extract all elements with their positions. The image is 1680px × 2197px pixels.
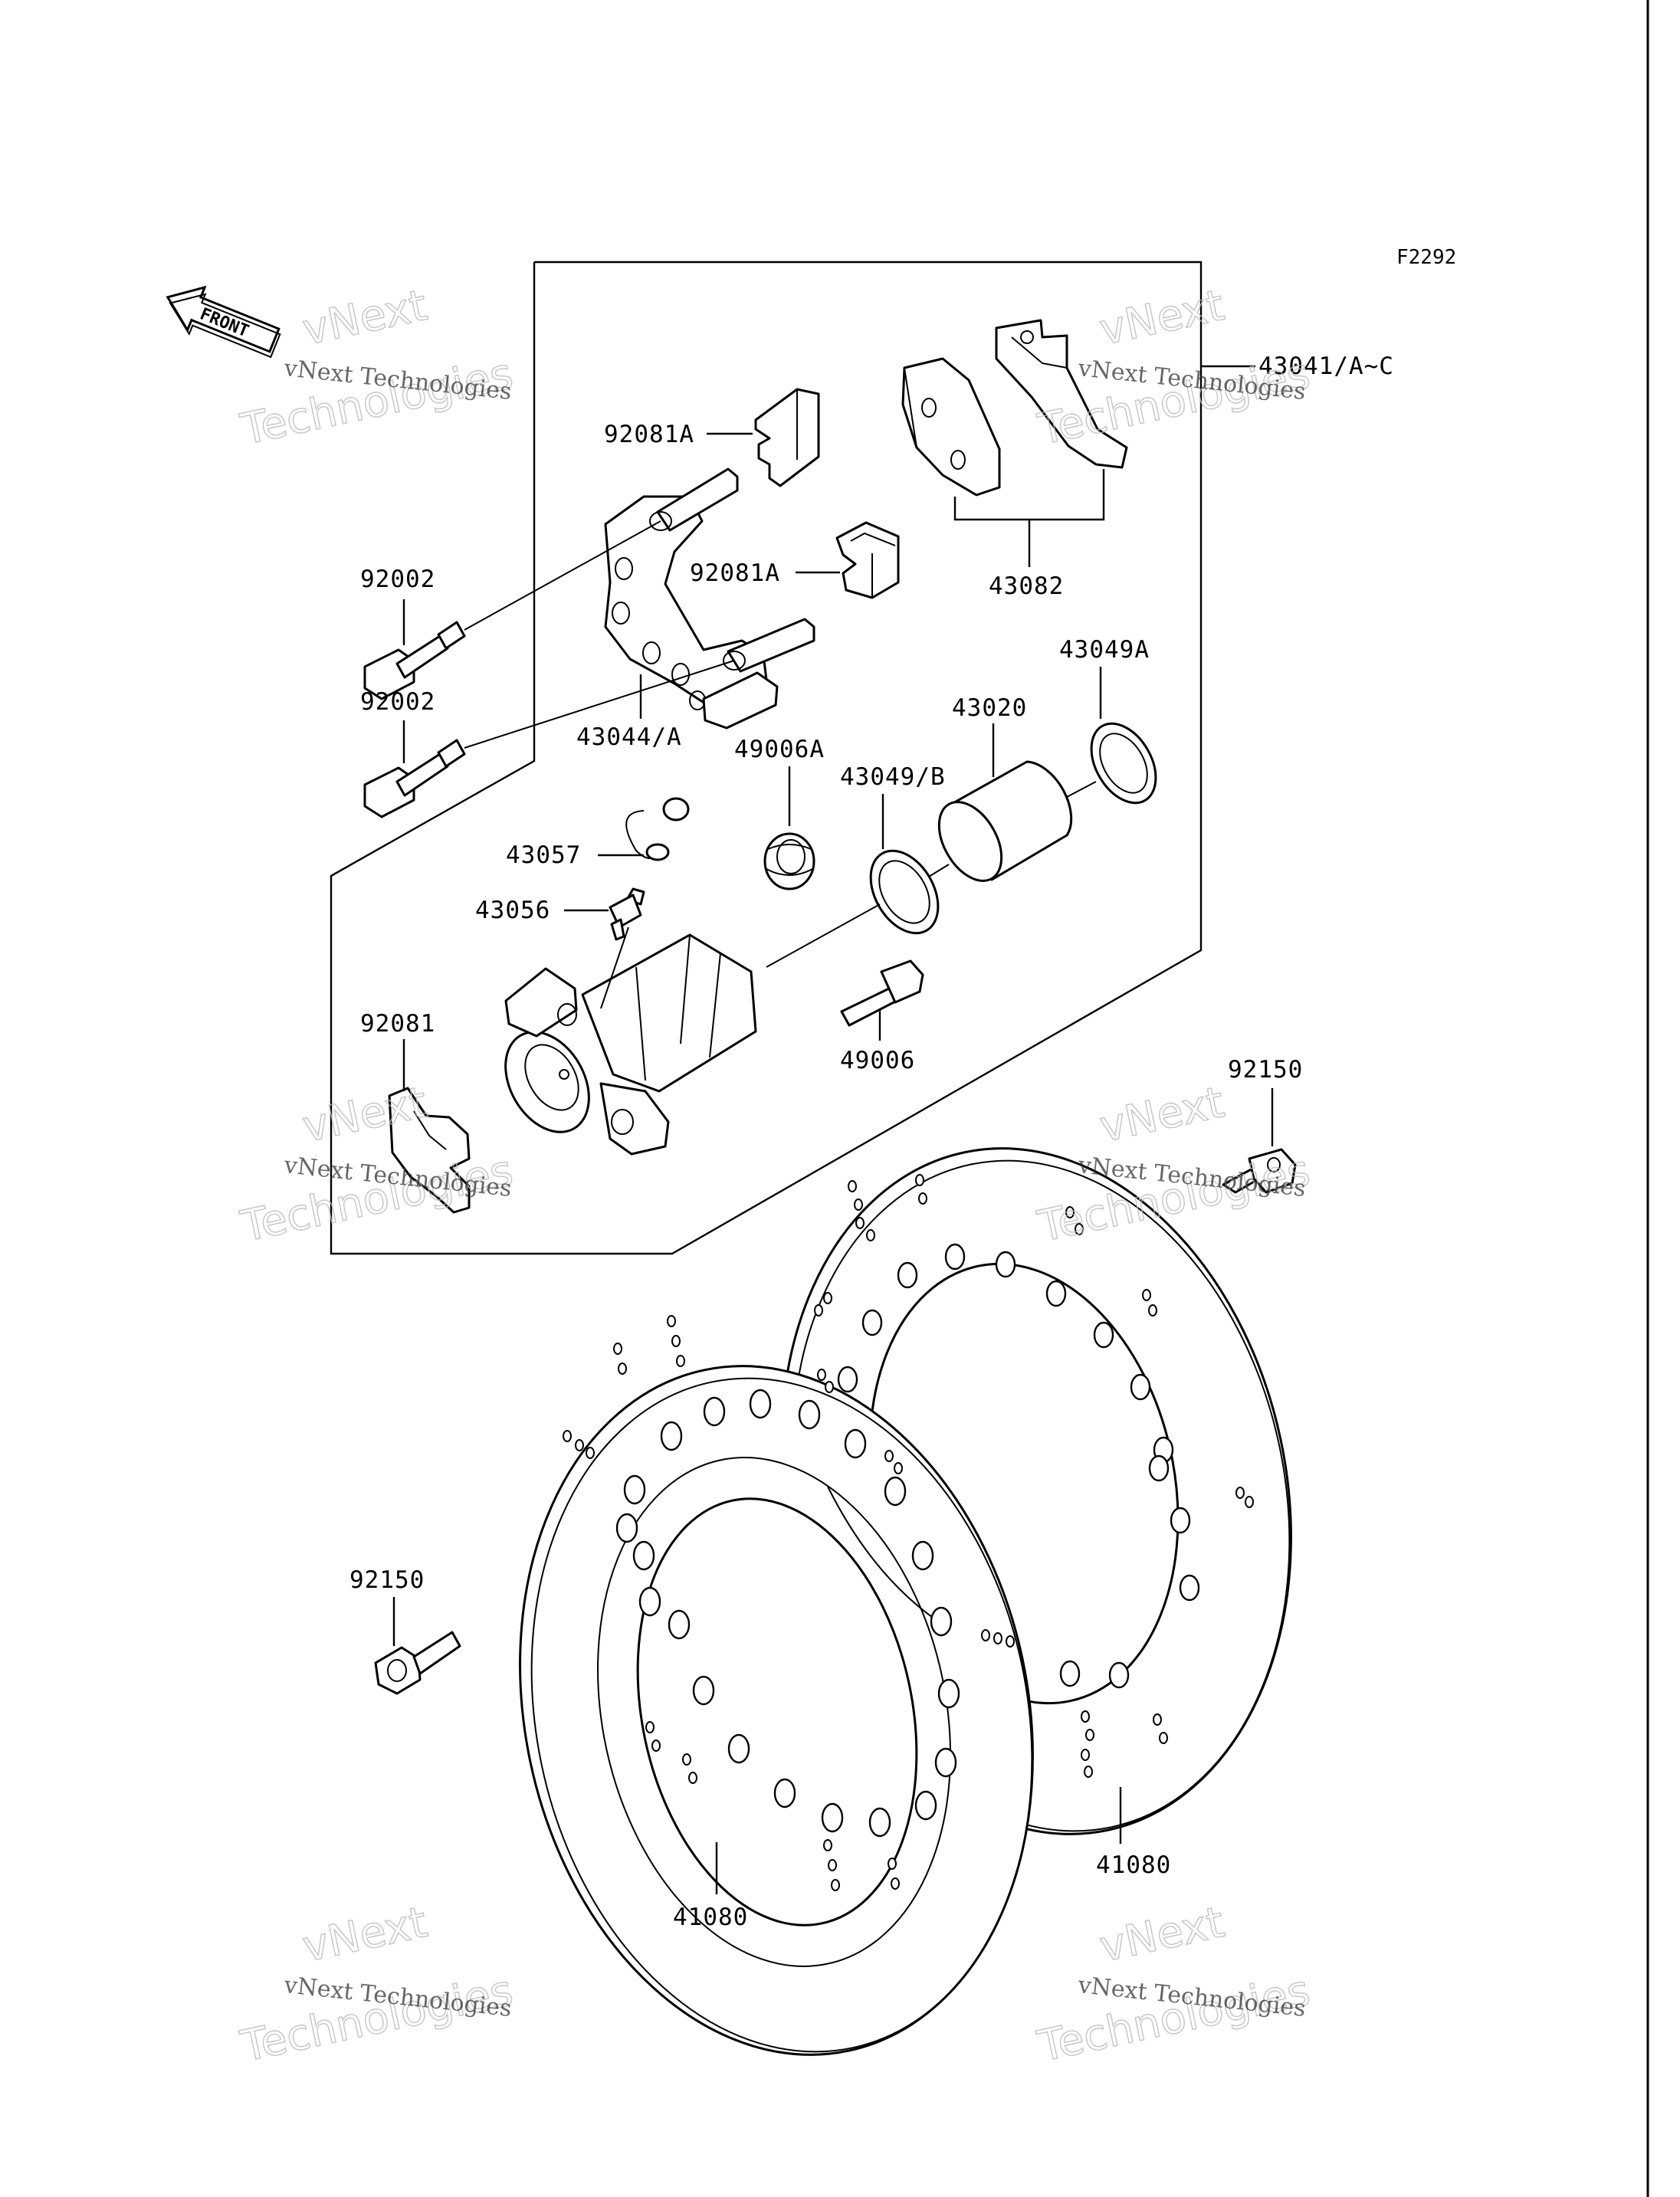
label-92150-right: 92150	[1228, 1056, 1303, 1084]
caliper-body	[504, 933, 757, 1156]
label-43056: 43056	[475, 897, 550, 924]
label-92002-top: 92002	[360, 566, 435, 593]
svg-text:vNext: vNext	[1095, 1077, 1229, 1153]
label-92002-bottom: 92002	[360, 688, 435, 716]
svg-text:vNext: vNext	[1095, 1897, 1229, 1972]
axis-piston	[1066, 781, 1097, 798]
label-92081a-top: 92081A	[604, 421, 694, 448]
label-43020: 43020	[952, 694, 1027, 722]
watermark-1: vNext Technologies vNext Technologies	[236, 280, 518, 455]
svg-text:vNext: vNext	[1095, 280, 1229, 356]
svg-text:vNext: vNext	[298, 1897, 431, 1972]
axis-92002-bottom	[464, 660, 735, 749]
label-43044: 43044/A	[576, 723, 682, 751]
watermark-2: vNext Technologies vNext Technologies	[1033, 280, 1315, 455]
piston-43020	[937, 760, 1073, 882]
bolt-92002-top	[363, 621, 466, 700]
axis-seal	[766, 903, 881, 968]
label-43041: 43041/A~C	[1258, 353, 1394, 380]
label-43049b: 43049/B	[840, 763, 946, 791]
label-43049a: 43049A	[1059, 636, 1150, 664]
boot-49006a	[763, 832, 815, 890]
bleeder-valve-43056	[609, 887, 645, 941]
front-arrow-icon: FRONT	[166, 285, 281, 359]
label-41080-right: 41080	[1096, 1851, 1171, 1879]
label-41080-left: 41080	[673, 1904, 748, 1931]
watermark-3: vNext Technologies vNext Technologies	[236, 1077, 518, 1252]
watermark-5: vNext Technologies vNext Technologies	[236, 1897, 518, 2072]
label-43057: 43057	[506, 841, 581, 869]
axis-92002-top	[464, 520, 661, 631]
bleeder-cap-43057	[625, 797, 690, 861]
svg-text:vNext: vNext	[298, 280, 431, 356]
label-92081a-mid: 92081A	[690, 559, 780, 587]
bolt-92150-left	[374, 1631, 461, 1695]
brake-disc-left	[519, 1315, 1034, 2056]
brake-pad-front	[901, 357, 1001, 497]
label-92081: 92081	[360, 1010, 435, 1038]
shim-92081a-top	[754, 388, 820, 487]
label-49006a: 49006A	[734, 736, 825, 763]
bolt-92150-right	[1222, 1148, 1297, 1194]
axis-bleeder	[600, 926, 629, 1009]
label-92150-left: 92150	[349, 1566, 425, 1594]
bolt-92002-bottom	[363, 739, 466, 818]
caliper-holder	[604, 467, 815, 730]
seal-43049b	[869, 849, 940, 935]
shim-92081a-mid	[835, 521, 900, 599]
assembly-boundary	[330, 261, 1203, 1255]
brake-pad-rear	[995, 319, 1128, 469]
axis-seal-2	[928, 864, 950, 877]
label-43082: 43082	[989, 572, 1064, 600]
bolt-49006	[840, 959, 924, 1027]
figure-code: F2292	[1396, 246, 1456, 269]
seal-43049a	[1090, 722, 1157, 805]
watermark-6: vNext Technologies vNext Technologies	[1033, 1897, 1315, 2072]
pad-spring-92081	[388, 1087, 471, 1214]
label-49006: 49006	[840, 1047, 915, 1074]
